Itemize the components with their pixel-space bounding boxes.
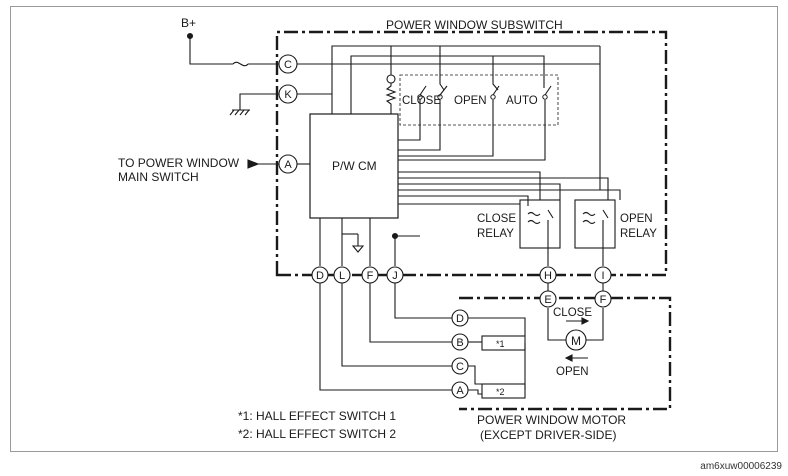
diagram-frame — [10, 6, 778, 452]
close-relay-box — [519, 199, 561, 249]
hall2-label: *2 — [496, 387, 505, 397]
battery-label: B+ — [181, 16, 196, 30]
fuse-symbol — [232, 61, 249, 67]
note-2: *2: HALL EFFECT SWITCH 2 — [238, 427, 396, 441]
open-relay-line2: RELAY — [620, 228, 657, 240]
close-relay-line2: RELAY — [477, 228, 514, 240]
to-main-line2: MAIN SWITCH — [118, 170, 199, 184]
note-1: *1: HALL EFFECT SWITCH 1 — [238, 409, 396, 423]
open-relay-line1: OPEN — [620, 213, 653, 225]
motor-boundary — [459, 296, 672, 411]
motor-open-label: OPEN — [556, 366, 589, 378]
motor-close-label: CLOSE — [553, 307, 592, 319]
motor-letter: M — [571, 334, 581, 348]
to-main-line1: TO POWER WINDOW — [118, 156, 240, 170]
pin-d: D — [316, 270, 324, 282]
motor-title-line2: (EXCEPT DRIVER-SIDE) — [480, 428, 616, 442]
motor-pin-a: A — [456, 385, 464, 397]
close-switch-label: CLOSE — [402, 95, 441, 107]
pin-f2: F — [600, 294, 607, 306]
subswitch-title: POWER WINDOW SUBSWITCH — [386, 18, 563, 32]
pwcm-box — [309, 113, 399, 219]
pin-a: A — [284, 159, 292, 171]
motor-pin-c: C — [456, 361, 464, 373]
open-switch-label: OPEN — [454, 95, 487, 107]
pin-c: C — [284, 59, 292, 71]
pin-h: H — [544, 270, 552, 282]
switch-bank-box — [399, 74, 559, 126]
pin-e: E — [544, 294, 551, 306]
open-relay-box — [574, 199, 616, 249]
motor-title-line1: POWER WINDOW MOTOR — [477, 413, 626, 427]
motor-pin-d: D — [456, 313, 464, 325]
pin-i: I — [601, 270, 604, 282]
to-main-arrow — [247, 159, 260, 169]
pin-l: L — [339, 270, 345, 282]
pwcm-label: P/W CM — [332, 159, 377, 173]
figure-id: am6xuw00006239 — [700, 461, 782, 472]
auto-switch-label: AUTO — [506, 95, 538, 107]
hall-switch-2 — [481, 383, 526, 399]
pin-f: F — [367, 270, 374, 282]
pin-k: K — [284, 89, 292, 101]
hall1-label: *1 — [496, 339, 505, 349]
subswitch-boundary — [275, 30, 668, 277]
close-relay-line1: CLOSE — [477, 213, 516, 225]
motor-pin-b: B — [456, 337, 463, 349]
pin-j: J — [392, 270, 398, 282]
